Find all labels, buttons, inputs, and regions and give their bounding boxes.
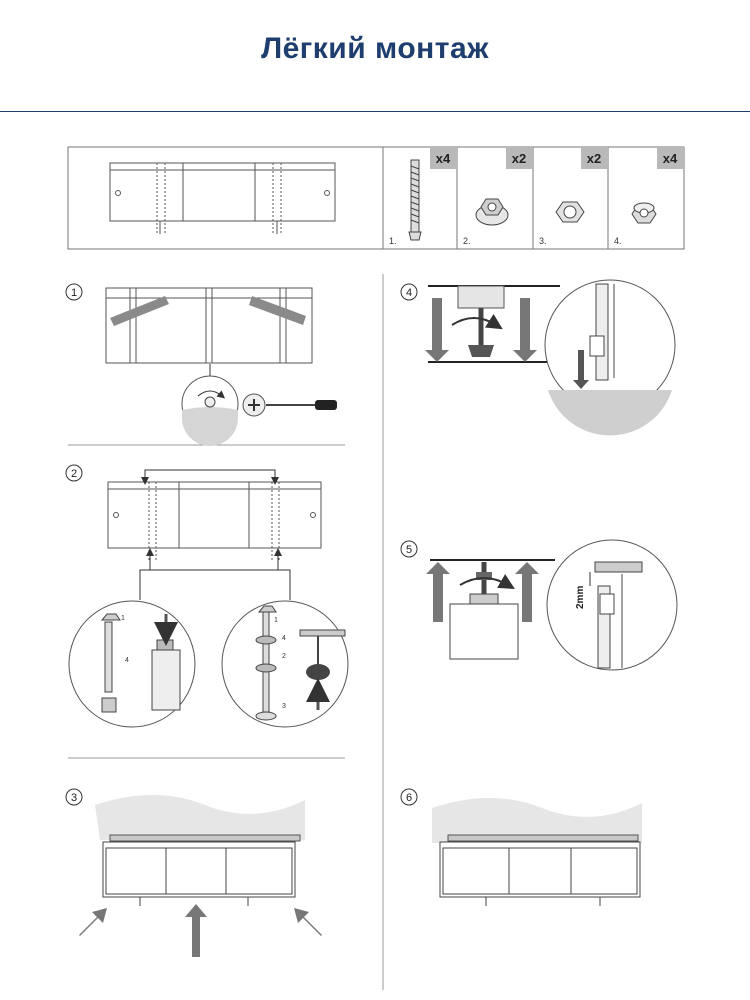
- step4-leg-adjustment: [425, 285, 560, 363]
- step5-closeup: 2mm: [546, 539, 678, 671]
- step3-push-arrows: [79, 904, 322, 957]
- step-number: 4: [406, 287, 412, 299]
- qty-label: x2: [587, 151, 601, 166]
- callout-number: 3: [282, 703, 286, 710]
- callout-number: 1: [121, 615, 125, 622]
- step5-leg-setting: [426, 559, 555, 660]
- qty-label: x4: [436, 151, 451, 166]
- step-number: 3: [71, 792, 77, 804]
- step1-frame-drawing: [105, 287, 313, 364]
- step3-bath-installation: [95, 795, 305, 906]
- callout-number: 2: [282, 653, 286, 660]
- qty-label: x4: [663, 151, 678, 166]
- title-divider: [0, 111, 750, 112]
- step2-guide-arrows: [139, 469, 291, 600]
- part-index: 1.: [389, 236, 397, 246]
- step-number: 1: [71, 287, 77, 299]
- flange-nut-icon: [475, 198, 509, 226]
- gap-dimension: 2mm: [575, 586, 586, 609]
- screwdriver-icon: [242, 393, 337, 417]
- step6-finished-installation: [432, 798, 642, 906]
- step-number: 6: [406, 792, 412, 804]
- step2-right-closeup: 1 4 2 3: [221, 600, 349, 728]
- step-number: 5: [406, 544, 412, 556]
- qty-badges: x4 x2 x2 x4 1. 2. 3. 4.: [389, 147, 684, 246]
- step4-closeup: [544, 279, 676, 436]
- lock-nut-icon: [631, 202, 657, 224]
- step-markers: 1 2 3 4 5 6: [65, 283, 418, 806]
- callout-number: 1: [274, 617, 278, 624]
- part-index: 3.: [539, 236, 547, 246]
- kit-panel-drawing: [109, 162, 336, 235]
- callout-number: 4: [125, 657, 129, 664]
- bolt-icon: [408, 159, 422, 241]
- step-number: 2: [71, 468, 77, 480]
- page-title: Лёгкий монтаж: [261, 32, 489, 65]
- step2-panel-drawing: [107, 481, 322, 560]
- step2-left-closeup: 1 4: [68, 600, 196, 728]
- part-index: 4.: [614, 236, 622, 246]
- callout-number: 4: [282, 635, 286, 642]
- parts-kit-box: [67, 146, 685, 250]
- part-index: 2.: [463, 236, 471, 246]
- qty-label: x2: [512, 151, 526, 166]
- step1-screw-closeup: [181, 375, 239, 446]
- hex-nut-icon: [555, 201, 585, 223]
